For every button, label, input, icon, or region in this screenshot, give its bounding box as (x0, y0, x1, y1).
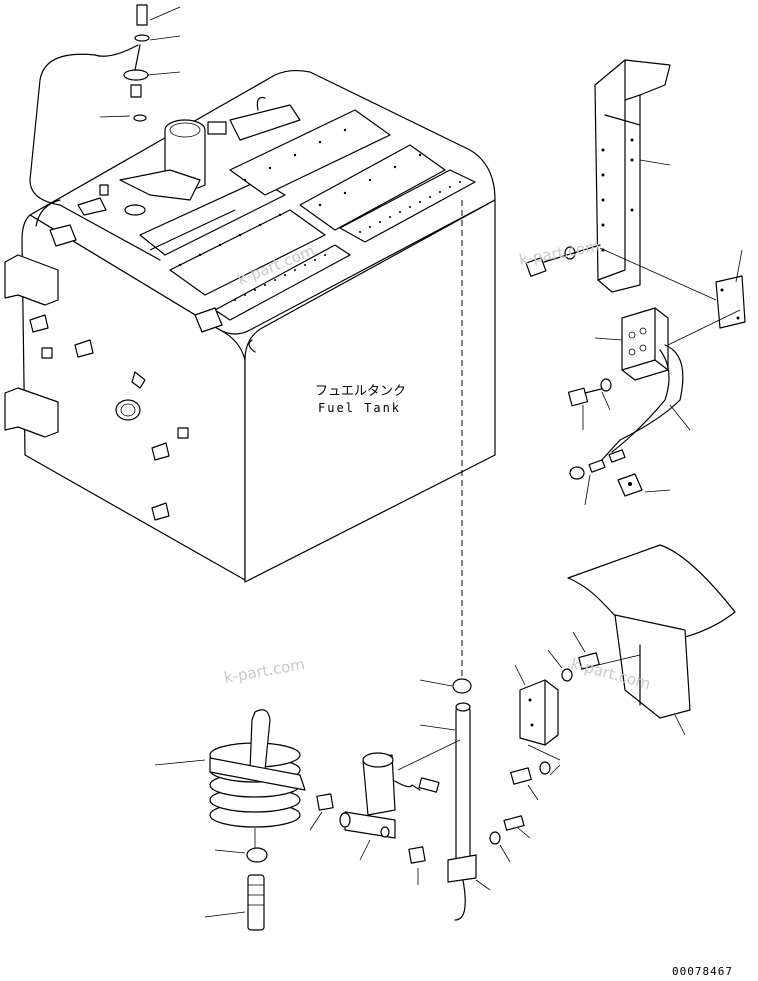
watermark-2: k-part.com (518, 237, 602, 269)
hose-coil (154, 709, 334, 931)
tank-label-english: Fuel Tank (318, 401, 401, 415)
fuel-pipe (419, 678, 491, 921)
fuel-tank (4, 69, 496, 583)
guard-cover (489, 544, 736, 863)
fuel-pump (339, 739, 461, 885)
document-number: 00078467 (672, 965, 733, 978)
controller-unit (567, 247, 746, 506)
tank-label-japanese: フュエルタンク (315, 384, 406, 399)
watermark-3: k-part.com (223, 655, 307, 687)
pillar-bracket (525, 59, 671, 293)
leader-lines-sender (99, 6, 181, 118)
